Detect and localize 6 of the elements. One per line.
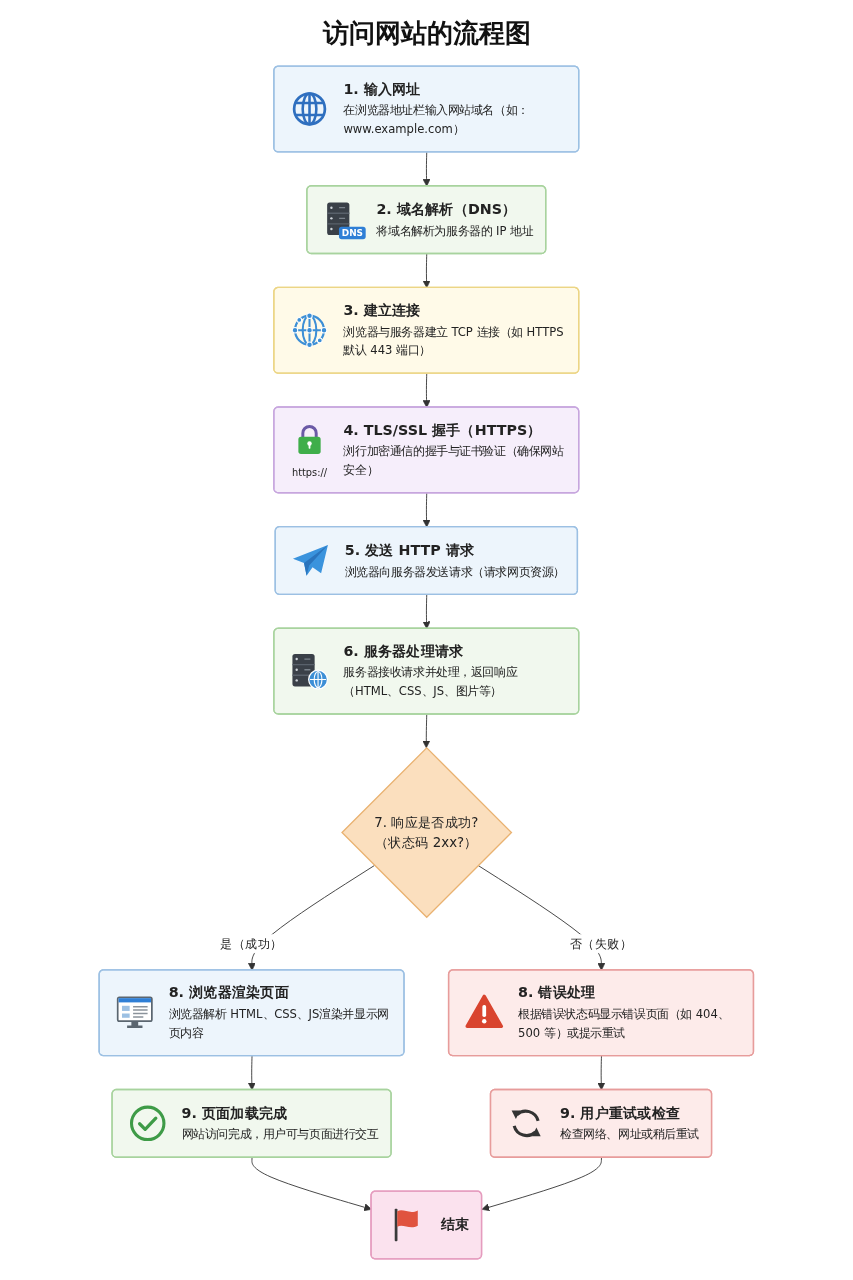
edge-label: 否（失败） [570, 935, 633, 951]
node-diamond: 7. 响应是否成功? （状态码 2xx?） [341, 746, 513, 919]
diagram-title: 访问网站的流程图 [321, 17, 532, 50]
edge-label: 是（成功） [220, 935, 283, 951]
icon-caption: https:// [291, 466, 329, 479]
icon-badge: DNS [339, 226, 366, 240]
